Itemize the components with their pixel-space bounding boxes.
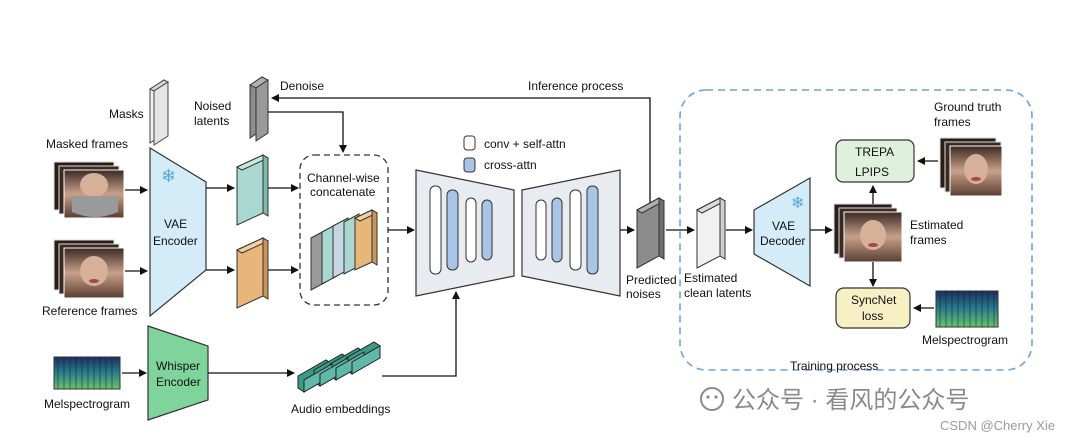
estimated-frames-label-2: frames — [910, 233, 947, 247]
predicted-noises-block — [635, 197, 666, 269]
inference-process-label: Inference process — [528, 79, 623, 93]
estimated-clean-label-2: clean latents — [684, 286, 751, 300]
vae-encoder-label-1: VAE — [164, 217, 187, 231]
syncnet-loss-box — [835, 287, 911, 329]
channel-wise-label-2: concatenate — [310, 185, 376, 199]
noised-to-concat-arrow — [268, 111, 347, 153]
trepa-lpips-box — [835, 139, 915, 183]
legend-cross-label: cross-attn — [484, 158, 537, 172]
legend-cross-swatch — [463, 157, 476, 173]
training-process-label: Training process — [790, 359, 878, 373]
ground-truth-label-2: frames — [934, 115, 971, 129]
ground-truth-image — [939, 137, 1003, 197]
audio-embeddings-block — [297, 341, 381, 393]
vae-encoder-label-2: Encoder — [153, 234, 198, 248]
snowflake-icon: ❄ — [791, 195, 804, 212]
noised-latents-label-2: latents — [194, 114, 229, 128]
masks-label: Masks — [109, 107, 144, 121]
whisper-label-2: Encoder — [156, 375, 201, 389]
noised-latents-block — [249, 76, 269, 142]
concatenated-latents — [310, 209, 379, 291]
wechat-watermark-text: 公众号 · 看风的公众号 — [732, 387, 969, 414]
wechat-watermark: 公众号 · 看风的公众号 — [700, 387, 969, 414]
reference-frames-label: Reference frames — [42, 304, 137, 318]
masked-frames-label: Masked frames — [46, 137, 128, 151]
melspectrogram-left-image — [53, 356, 121, 390]
syncnet-label-2: loss — [862, 309, 883, 323]
unet-encoder — [415, 169, 515, 297]
estimated-clean-latents-block — [695, 197, 727, 269]
vae-decoder: ❄ VAE Decoder — [753, 176, 811, 288]
inference-arrow — [271, 94, 651, 205]
masks-block — [148, 79, 170, 146]
melspectrogram-right-label: Melspectrogram — [922, 333, 1008, 347]
ground-truth-label-1: Ground truth — [934, 100, 1001, 114]
whisper-label-1: Whisper — [156, 359, 200, 373]
csdn-watermark-text: CSDN @Cherry Xie — [940, 418, 1055, 433]
estimated-clean-label-1: Estimated — [684, 271, 737, 285]
estimated-frames-label-1: Estimated — [910, 218, 963, 232]
snowflake-icon: ❄ — [161, 166, 176, 186]
estimated-frames-image — [833, 203, 903, 263]
vae-encoder: ❄ VAE Encoder — [149, 146, 207, 318]
predicted-noises-label-1: Predicted — [626, 273, 677, 287]
legend-conv-swatch — [463, 135, 476, 151]
predicted-noises-label-2: noises — [626, 287, 661, 301]
audio-to-unet-arrow — [382, 291, 460, 377]
melspectrogram-right-image — [935, 290, 999, 328]
vae-decoder-label-1: VAE — [772, 219, 795, 233]
training-process-region — [679, 89, 1033, 371]
denoise-label: Denoise — [280, 79, 324, 93]
audio-embeddings-label: Audio embeddings — [291, 402, 390, 416]
channel-wise-label-1: Channel-wise — [307, 171, 380, 185]
wechat-icon — [700, 387, 724, 411]
trepa-label: TREPA — [855, 145, 894, 159]
unet-decoder — [521, 169, 621, 297]
whisper-encoder: Whisper Encoder — [147, 325, 209, 421]
noised-latents-label-1: Noised — [194, 99, 231, 113]
legend-conv-label: conv + self-attn — [484, 137, 566, 151]
lpips-label: LPIPS — [855, 165, 889, 179]
reference-latent-block — [235, 237, 270, 309]
melspectrogram-left-label: Melspectrogram — [44, 397, 130, 411]
masked-latent-block — [235, 154, 270, 226]
reference-frames-image — [53, 239, 125, 299]
masked-frames-image — [53, 161, 125, 219]
vae-decoder-label-2: Decoder — [760, 234, 805, 248]
syncnet-label-1: SyncNet — [851, 293, 897, 307]
